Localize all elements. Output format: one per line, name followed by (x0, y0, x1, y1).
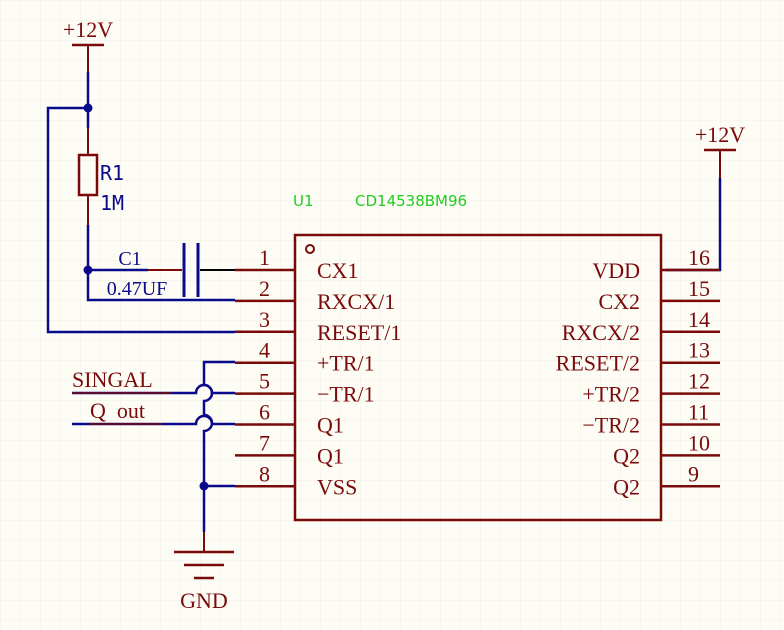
wire-r1-to-rxcx1[interactable] (86, 225, 235, 302)
capacitor-designator: C1 (118, 248, 141, 270)
left-pin-5[interactable]: 5 −TR/1 (235, 369, 375, 407)
pin-number: 2 (259, 276, 270, 301)
pin-name: CX1 (317, 258, 359, 283)
pin-name: VDD (592, 258, 640, 283)
pin-number: 7 (259, 430, 270, 455)
left-pin-7[interactable]: 7Q1 (235, 430, 344, 468)
net-label-q-out[interactable]: Q out (90, 398, 145, 423)
ground-label: GND (180, 588, 228, 613)
pin-number: 6 (259, 400, 270, 425)
pin-name: +TR/1 (317, 351, 375, 376)
net-labels: SINGAL Q out (72, 367, 172, 425)
pin-name: Q2 (613, 443, 640, 468)
wire-singal[interactable] (72, 383, 235, 395)
pin1-indicator (305, 244, 315, 254)
pin-number: 15 (688, 276, 710, 301)
pin-name: RESET/1 (317, 320, 401, 345)
pin-name: +TR/2 (582, 382, 640, 407)
pin-name: VSS (317, 474, 357, 499)
junction-dot (83, 103, 93, 113)
junction-dot (83, 265, 93, 275)
pin-number: 1 (259, 245, 270, 270)
pin-name: Q2 (613, 474, 640, 499)
pin-name: RXCX/1 (317, 289, 395, 314)
pin-name: −TR/2 (582, 413, 640, 438)
resistor-designator: R1 (100, 161, 124, 185)
ic-left-pins: 1CX12RXCX/13RESET/14+TR/15−TR/16Q17Q18VS… (235, 245, 401, 499)
pin-number: 10 (688, 430, 710, 455)
capacitor-value: 0.47UF (107, 278, 168, 300)
junctions (83, 103, 209, 491)
pin-name: Q1 (317, 413, 344, 438)
pin-number: 3 (259, 307, 270, 332)
capacitor-c1[interactable]: C1 0.47UF (107, 243, 235, 300)
net-label-singal[interactable]: SINGAL (72, 367, 153, 392)
pin-number: 11 (688, 400, 709, 425)
pin-name: −TR/1 (317, 382, 375, 407)
wire-reset1-loop[interactable] (46, 106, 235, 334)
ic-part-number: CD14538BM96 (355, 192, 467, 210)
pin-number: 13 (688, 338, 710, 363)
pin-name: CX2 (598, 289, 640, 314)
junction-dot (199, 481, 209, 491)
pin-number: 8 (259, 461, 270, 486)
wires (46, 72, 722, 532)
pin-number: 9 (688, 461, 699, 486)
right-pin-9[interactable]: 9Q2 (613, 461, 720, 499)
power-label-12v-left: +12V (63, 17, 113, 42)
pin-name: RESET/2 (556, 351, 640, 376)
pin-number: 4 (259, 338, 270, 363)
right-pin-11[interactable]: 11 −TR/2 (582, 400, 720, 438)
ic-right-pins: 16VDD15CX214RXCX/213RESET/212+TR/211−TR/… (556, 245, 720, 499)
ic-designator: U1 (293, 192, 314, 210)
left-pin-4[interactable]: 4 +TR/1 (235, 338, 375, 376)
pin-number: 14 (688, 307, 710, 332)
resistor-value: 1M (100, 191, 124, 215)
ic-body[interactable] (293, 233, 663, 522)
pin-name: Q1 (317, 443, 344, 468)
pin-number: 16 (688, 245, 710, 270)
left-pin-6[interactable]: 6Q1 (235, 400, 344, 438)
power-port-12v-right[interactable]: +12V (695, 122, 745, 178)
wire-q-out[interactable] (72, 414, 235, 426)
power-port-12v-left[interactable]: +12V (63, 17, 113, 72)
pin-name: RXCX/2 (562, 320, 640, 345)
pin-number: 5 (259, 369, 270, 394)
ground-symbol[interactable]: GND (174, 532, 234, 613)
ic-u1[interactable]: U1 CD14538BM96 1CX12RXCX/13RESET/14+TR/1… (235, 192, 720, 522)
right-pin-12[interactable]: 12 +TR/2 (582, 369, 720, 407)
pin-number: 12 (688, 369, 710, 394)
power-label-12v-right: +12V (695, 122, 745, 147)
resistor-r1[interactable]: R1 1M (77, 128, 124, 225)
